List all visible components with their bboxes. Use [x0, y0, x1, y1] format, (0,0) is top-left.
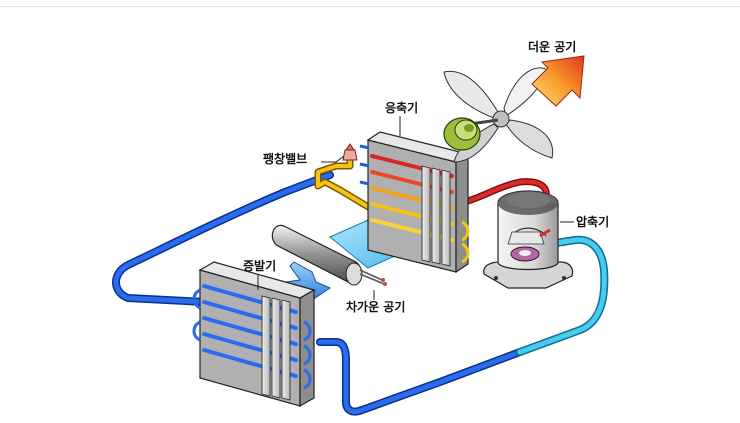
- expansion-valve-label: 팽창밸브: [263, 152, 308, 166]
- condenser-coil: [359, 131, 470, 274]
- hot-air-arrow: [531, 55, 585, 107]
- evaporator-coil: [192, 261, 316, 408]
- hot-air-label: 더운 공기: [528, 40, 577, 54]
- compressor-label: 압축기: [576, 215, 610, 229]
- expansion-valve: [342, 143, 358, 161]
- suction-pipe: [516, 235, 609, 356]
- expansion-valve-leader: [321, 155, 345, 163]
- hot-pipe: [461, 178, 550, 206]
- receiver-tube: [271, 224, 387, 286]
- condenser-label: 응축기: [385, 101, 419, 115]
- warm-pipe: [314, 156, 374, 212]
- leader-lines: [257, 116, 574, 300]
- cold-air-label: 차가운 공기: [346, 300, 406, 314]
- cold-pipe-loop: [112, 171, 524, 416]
- evaporator-label: 증발기: [243, 259, 277, 273]
- top-divider: [0, 6, 740, 7]
- compressor: [483, 190, 574, 289]
